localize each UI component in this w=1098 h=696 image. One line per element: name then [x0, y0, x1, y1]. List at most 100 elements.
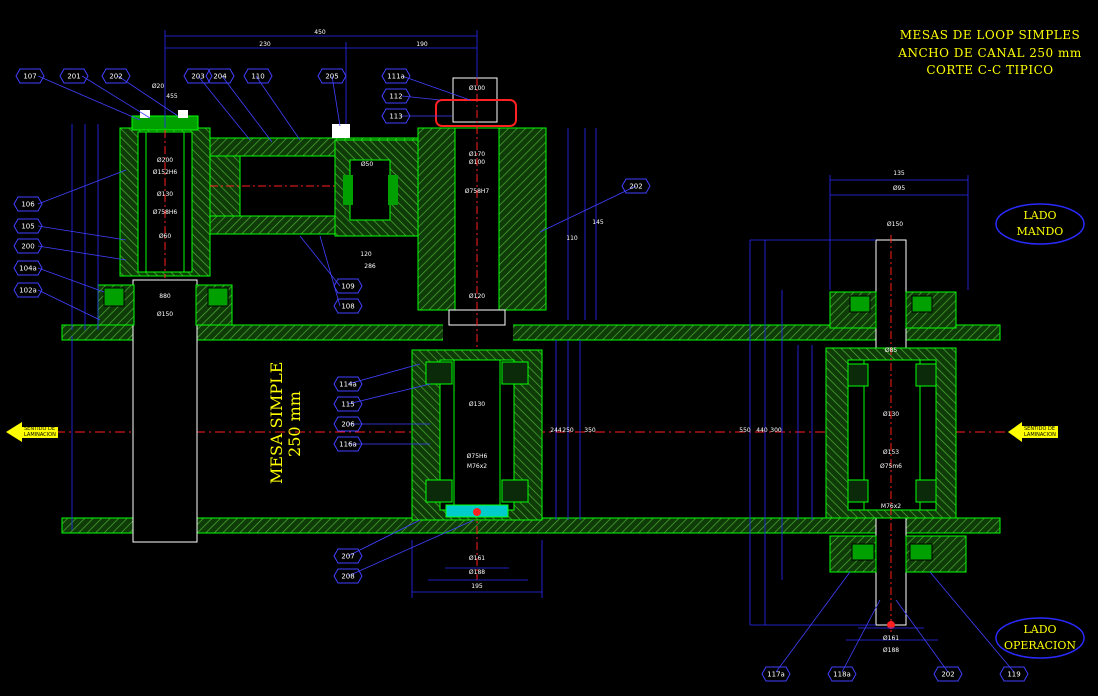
- part-tag-label: 201: [67, 73, 80, 81]
- dimension-text: 230: [259, 41, 271, 48]
- rolling-direction-right-line1: SENTIDO DE: [1024, 426, 1055, 432]
- part-tag: 107: [15, 68, 45, 84]
- part-tag: 203: [183, 68, 213, 84]
- part-tag-hexagon: [13, 218, 43, 234]
- part-tag-hexagon: [333, 278, 363, 294]
- dimension-text: 455: [166, 93, 178, 100]
- part-tag-label: 200: [21, 243, 34, 251]
- part-tag-hexagon: [761, 666, 791, 682]
- lado-mando-ellipse: [995, 203, 1085, 245]
- dimension-text: Ø75m6: [880, 463, 902, 470]
- part-tag: 115: [333, 396, 363, 412]
- part-tag: 201: [59, 68, 89, 84]
- part-tag-label: 106: [21, 201, 35, 209]
- part-tag-label: 111a: [387, 73, 405, 81]
- dimension-text: 244: [550, 427, 562, 434]
- part-tag-hexagon: [333, 436, 363, 452]
- part-tag-hexagon: [13, 238, 43, 254]
- part-tag-hexagon: [381, 88, 411, 104]
- dimension-text: Ø20: [152, 83, 165, 90]
- part-tag-label: 115: [341, 401, 354, 409]
- part-tag-label: 109: [341, 283, 354, 291]
- part-tag-label: 206: [341, 421, 355, 429]
- dimension-text: M76x2: [881, 503, 901, 510]
- dimension-text: Ø758H6: [153, 209, 178, 216]
- dimension-text: 550: [739, 427, 751, 434]
- dimension-text: Ø95: [893, 185, 906, 192]
- part-tag-label: 108: [341, 303, 354, 311]
- mesa-simple-label: MESA SIMPLE 250 mm: [267, 361, 304, 484]
- part-tag-hexagon: [317, 68, 347, 84]
- part-tag-hexagon: [333, 396, 363, 412]
- dimension-text: 145: [592, 219, 604, 226]
- dimension-text: 250: [562, 427, 574, 434]
- dimension-text: Ø100: [469, 159, 485, 166]
- part-tag-label: 114a: [339, 381, 357, 389]
- rolling-direction-left-label: SENTIDO DE LAMINACION: [24, 426, 56, 438]
- dimension-text: Ø130: [883, 411, 899, 418]
- part-tag: 108: [333, 298, 363, 314]
- dimension-text: 440: [756, 427, 768, 434]
- lado-operacion-ellipse: [995, 617, 1085, 659]
- mesa-line1: MESA SIMPLE: [267, 361, 286, 484]
- part-tag-hexagon: [933, 666, 963, 682]
- part-tag-hexagon: [183, 68, 213, 84]
- part-tag: 200: [13, 238, 43, 254]
- dimension-text: 120: [360, 251, 372, 258]
- part-tag-hexagon: [621, 178, 651, 194]
- left-stand: [97, 110, 426, 543]
- part-tag: 204: [205, 68, 235, 84]
- part-tag-label: 102a: [19, 287, 37, 295]
- dimension-text: 880: [159, 293, 171, 300]
- part-tag-label: 203: [191, 73, 204, 81]
- dimension-text: 110: [566, 235, 578, 242]
- dimension-text: Ø161: [469, 555, 485, 562]
- part-tag: 110: [243, 68, 273, 84]
- dimension-text: 286: [364, 263, 376, 270]
- dimension-text: 350: [584, 427, 596, 434]
- part-tag: 106: [13, 196, 43, 212]
- dimension-text: Ø130: [469, 401, 485, 408]
- base-beams: [61, 320, 1001, 534]
- dimension-text: Ø50: [361, 161, 374, 168]
- dimension-text: Ø75H6: [467, 453, 488, 460]
- right-stand: [825, 235, 967, 632]
- part-tag-hexagon: [333, 568, 363, 584]
- part-tag: 202: [101, 68, 131, 84]
- part-tag-hexagon: [333, 376, 363, 392]
- part-tag: 102a: [13, 282, 43, 298]
- dimension-text: M76x2: [467, 463, 487, 470]
- dimension-text: Ø150: [157, 311, 173, 318]
- part-tag: 206: [333, 416, 363, 432]
- part-tag-hexagon: [13, 282, 43, 298]
- dimension-text: Ø130: [157, 191, 173, 198]
- dimension-text: Ø161: [883, 635, 899, 642]
- part-tag-hexagon: [333, 416, 363, 432]
- dimension-text: Ø153: [883, 449, 899, 456]
- part-tag: 104a: [13, 260, 43, 276]
- rolling-direction-right-arrow: [1008, 422, 1058, 442]
- part-tag-label: 118a: [833, 671, 851, 679]
- rolling-direction-left-line1: SENTIDO DE: [24, 426, 55, 432]
- lado-operacion-line2: OPERACION: [1003, 639, 1077, 652]
- part-tag: 208: [333, 568, 363, 584]
- part-tag-label: 119: [1007, 671, 1020, 679]
- part-tag-hexagon: [381, 108, 411, 124]
- dimension-lines: [71, 30, 969, 641]
- part-tag-label: 107: [23, 73, 36, 81]
- part-tag-hexagon: [13, 196, 43, 212]
- part-tag-label: 208: [341, 573, 354, 581]
- title-line-2: ANCHO DE CANAL 250 mm: [898, 46, 1082, 60]
- rolling-direction-right-label: SENTIDO DE LAMINACION: [1024, 426, 1056, 438]
- dimension-text: 195: [471, 583, 483, 590]
- part-tag: 119: [999, 666, 1029, 682]
- part-tag-label: 204: [213, 73, 227, 81]
- part-tag: 207: [333, 548, 363, 564]
- title-line-3: CORTE C-C TIPICO: [926, 63, 1054, 77]
- central-column: [411, 77, 547, 580]
- part-tag-label: 105: [21, 223, 34, 231]
- part-tag: 118a: [827, 666, 857, 682]
- part-tag-hexagon: [333, 548, 363, 564]
- part-tag: 109: [333, 278, 363, 294]
